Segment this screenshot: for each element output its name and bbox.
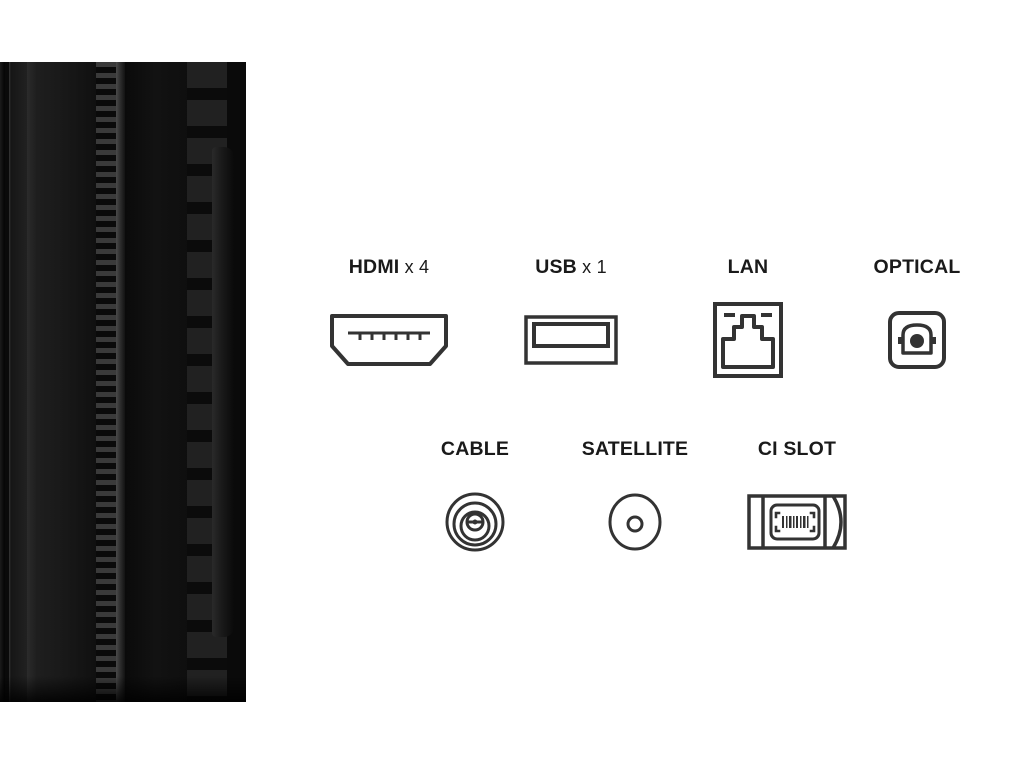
tv-bezel-seam	[9, 62, 11, 702]
spec-item-usb: USB x 1	[486, 256, 656, 382]
tv-ventilation-grille	[96, 62, 116, 702]
satellite-connector-icon	[550, 480, 720, 564]
spec-label-hdmi: HDMI x 4	[304, 256, 474, 278]
tv-back-cover	[11, 62, 96, 702]
tv-back-cover-highlight	[27, 62, 37, 702]
spec-item-satellite: SATELLITE	[550, 438, 720, 564]
spec-item-optical: OPTICAL	[832, 256, 1002, 382]
spec-label-hdmi-text: HDMI	[348, 256, 400, 278]
spec-label-cable: CABLE	[390, 438, 560, 460]
spec-item-cable: CABLE	[390, 438, 560, 564]
spec-item-cislot: CI SLOT	[712, 438, 882, 564]
spec-label-optical: OPTICAL	[832, 256, 1002, 278]
spec-item-hdmi: HDMI x 4	[304, 256, 474, 382]
tv-bezel-edge	[0, 62, 5, 702]
spec-label-lan: LAN	[663, 256, 833, 278]
spec-label-cislot-text: CI SLOT	[757, 438, 837, 460]
tv-panel-bottom-shadow	[0, 676, 246, 702]
spec-label-usb: USB x 1	[486, 256, 656, 278]
spec-qty-usb: x 1	[576, 257, 607, 277]
coax-cable-icon	[390, 480, 560, 564]
spec-qty-hdmi: x 4	[399, 257, 430, 277]
spec-label-cislot: CI SLOT	[712, 438, 882, 460]
spec-label-satellite-text: SATELLITE	[581, 438, 689, 460]
spec-label-satellite: SATELLITE	[550, 438, 720, 460]
optical-port-icon	[832, 298, 1002, 382]
tv-rear-cover-fin	[212, 147, 234, 637]
spec-label-usb-text: USB	[535, 256, 577, 278]
connectivity-spec-grid: HDMI x 4 USB x 1	[300, 256, 1002, 588]
spec-label-lan-text: LAN	[727, 256, 769, 278]
hdmi-port-icon	[304, 298, 474, 382]
usb-port-icon	[486, 298, 656, 382]
tv-vent-rail	[116, 62, 125, 702]
lan-port-icon	[663, 298, 833, 382]
tv-side-port-panel-photo	[0, 62, 246, 702]
ci-card-slot-icon	[712, 480, 882, 564]
spec-item-lan: LAN	[663, 256, 833, 382]
spec-label-optical-text: OPTICAL	[873, 256, 961, 278]
spec-label-cable-text: CABLE	[440, 438, 510, 460]
